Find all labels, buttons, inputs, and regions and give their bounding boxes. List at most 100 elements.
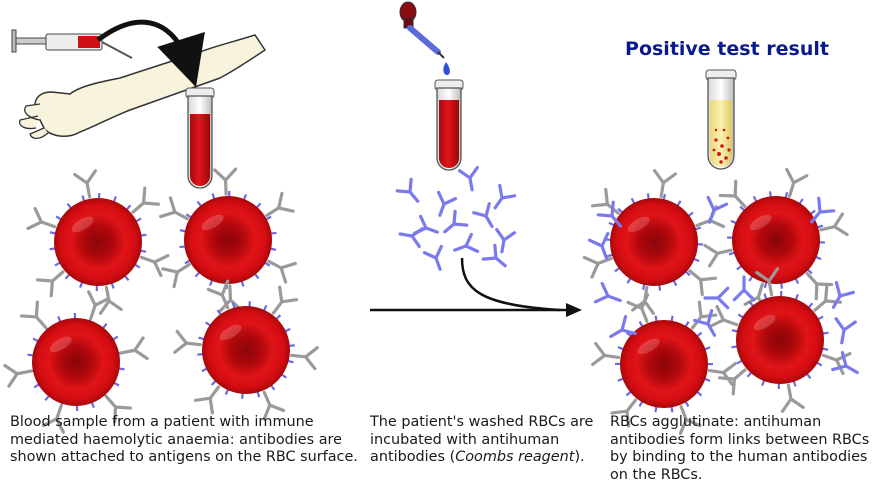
antigen-mark — [101, 323, 108, 330]
patient-antibody — [785, 167, 809, 198]
patient-antibody — [290, 346, 319, 371]
patient-antibody — [819, 212, 849, 237]
antigen-mark — [815, 255, 822, 261]
antigen-mark — [44, 394, 51, 401]
rbc-body — [610, 198, 698, 286]
patient-antibody — [582, 255, 613, 279]
antihuman-antibody — [422, 244, 443, 271]
patient-antibody — [262, 390, 286, 421]
dropper-icon — [399, 1, 450, 75]
red-blood-cell — [591, 293, 737, 435]
antigen-mark — [626, 277, 632, 284]
antihuman-antibody — [457, 165, 479, 192]
antigen-mark — [210, 379, 217, 386]
rbc-body — [32, 318, 120, 406]
antigen-mark — [139, 249, 147, 253]
patient-antibody — [35, 270, 65, 298]
patient-antibody — [131, 186, 161, 214]
red-blood-cell — [159, 167, 297, 313]
antigen-mark — [654, 406, 658, 413]
patient-antibody — [159, 196, 189, 221]
antigen-mark — [794, 277, 800, 285]
antihuman-antibody — [493, 183, 517, 210]
rbc-body — [736, 296, 824, 384]
patient-antibody — [755, 267, 780, 297]
arm-illustration — [19, 34, 267, 140]
antihuman-antibody — [398, 227, 425, 249]
rbc-highlight — [753, 314, 776, 331]
antigen-mark — [33, 383, 40, 389]
patient-antibody — [173, 329, 202, 354]
antihuman-antibody — [831, 281, 855, 309]
antihuman-antibody — [481, 243, 507, 268]
antihuman-antibody — [831, 351, 859, 375]
antigen-mark — [197, 353, 204, 356]
rbc-body — [54, 198, 142, 286]
patient-antibody — [41, 403, 65, 434]
patient-antibody — [780, 383, 805, 413]
antigen-mark — [49, 231, 57, 235]
patient-antibody — [708, 304, 739, 328]
patient-antibody — [688, 269, 718, 297]
antigen-mark — [730, 219, 737, 225]
antigen-mark — [54, 261, 61, 267]
rbc-highlight — [627, 216, 650, 233]
antigen-mark — [194, 271, 201, 278]
antigen-mark — [625, 390, 632, 397]
antigen-mark — [763, 281, 768, 288]
antigen-mark — [693, 257, 700, 263]
antigen-mark — [748, 275, 754, 282]
antihuman-antibody — [495, 227, 517, 254]
rbc-body — [184, 196, 272, 284]
red-blood-cell — [708, 267, 852, 413]
step1-caption: Blood sample from a patient with immune … — [10, 414, 358, 465]
antigen-mark — [269, 247, 277, 251]
antigen-mark — [798, 198, 804, 205]
antigen-mark — [288, 344, 295, 347]
patient-antibody — [653, 169, 677, 199]
red-blood-cell — [703, 167, 849, 313]
antigen-mark — [55, 215, 62, 221]
antigen-mark — [670, 315, 674, 322]
patient-antibody — [104, 394, 133, 424]
patient-antibody — [3, 363, 33, 388]
antihuman-antibody — [437, 190, 458, 217]
antihuman-antibody — [706, 195, 729, 224]
rbc-highlight — [49, 336, 72, 353]
patient-antibody — [19, 300, 48, 330]
process-arrow — [370, 257, 582, 317]
antigen-mark — [179, 245, 186, 249]
step2-caption: The patient's washed RBCs are incubated … — [370, 414, 600, 467]
patient-antibody — [87, 290, 111, 321]
patient-antibody — [267, 259, 297, 284]
antigen-mark — [270, 231, 277, 235]
antihuman-antibody — [834, 317, 857, 345]
antihuman-antibody — [810, 196, 836, 224]
antihuman-antibody — [587, 231, 610, 260]
antigen-mark — [746, 371, 753, 378]
patient-antibody — [626, 293, 650, 323]
patient-antibody — [161, 263, 191, 289]
patient-antibody — [678, 405, 702, 435]
antigen-mark — [608, 221, 615, 227]
antigen-mark — [662, 193, 667, 201]
antihuman-antibody — [732, 275, 756, 302]
patient-antibody — [271, 285, 299, 315]
blood-tube-1 — [185, 87, 215, 189]
antihuman-antibody-cloud — [395, 165, 517, 271]
rbc-highlight — [201, 214, 224, 231]
antihuman-antibody — [609, 315, 637, 339]
patient-antibody — [610, 398, 638, 428]
patient-antibody — [73, 169, 98, 199]
antihuman-antibody — [472, 202, 494, 228]
rbc-highlight — [71, 216, 94, 233]
red-blood-cell — [3, 290, 149, 434]
antigen-mark — [736, 264, 743, 271]
antigen-mark — [641, 283, 646, 291]
antihuman-antibody — [443, 209, 469, 234]
patient-antibody — [805, 272, 834, 301]
antigen-mark — [630, 197, 636, 205]
antigen-mark — [204, 321, 212, 327]
rbc-body — [732, 196, 820, 284]
